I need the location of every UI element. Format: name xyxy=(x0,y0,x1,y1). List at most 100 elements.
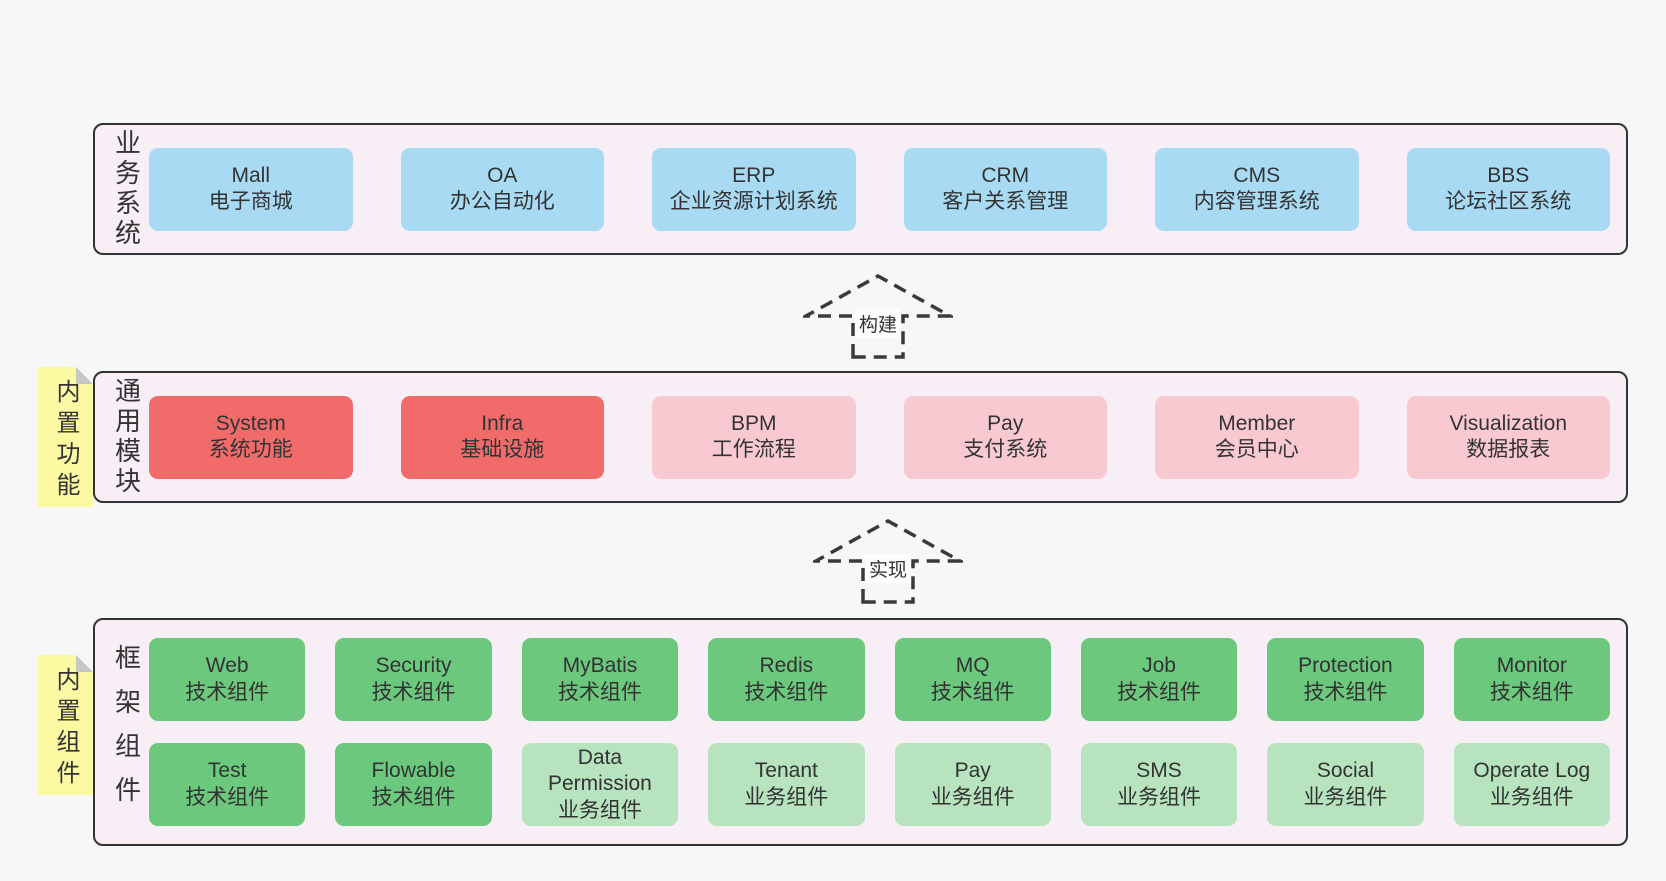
module-subtitle: 企业资源计划系统 xyxy=(669,190,838,213)
sticky-note-builtin-features: 内置功能 xyxy=(38,367,93,507)
layer-label-business-systems: 业务系统 xyxy=(111,129,142,249)
layer-label-framework-components: 框架组件 xyxy=(111,644,142,820)
module-title: OA xyxy=(487,163,518,187)
module-title: Infra xyxy=(481,411,524,435)
module-subtitle: 技术组件 xyxy=(1489,680,1574,704)
module-subtitle: 技术组件 xyxy=(185,680,270,704)
module-subtitle: 办公自动化 xyxy=(449,190,555,213)
module-box-cms: CMS 内容管理系统 xyxy=(1155,147,1359,231)
module-box-member: Member 会员中心 xyxy=(1155,395,1359,479)
module-title: Web xyxy=(205,654,249,678)
build-arrow-label: 构建 xyxy=(854,309,902,338)
module-subtitle: 基础设施 xyxy=(460,438,545,461)
sticky-note-text: 内置功能 xyxy=(52,379,79,503)
sticky-note-builtin-components: 内置组件 xyxy=(38,655,93,795)
module-title: MyBatis xyxy=(562,654,638,678)
module-title: Redis xyxy=(759,654,814,678)
module-subtitle: 技术组件 xyxy=(744,680,829,704)
module-title: Monitor xyxy=(1496,654,1567,678)
module-subtitle: 内容管理系统 xyxy=(1193,190,1320,213)
module-title: CMS xyxy=(1233,163,1281,187)
implement-arrow-label: 实现 xyxy=(864,554,912,583)
module-subtitle: 业务组件 xyxy=(1489,785,1574,809)
module-subtitle: 技术组件 xyxy=(371,680,456,704)
module-subtitle: 会员中心 xyxy=(1214,438,1299,461)
module-subtitle: 工作流程 xyxy=(711,438,796,461)
dashed-up-arrow-icon xyxy=(803,273,953,359)
module-subtitle: 业务组件 xyxy=(1117,785,1202,809)
module-subtitle: 技术组件 xyxy=(557,680,642,704)
folded-corner-icon xyxy=(76,367,93,384)
module-subtitle: 电子商城 xyxy=(208,190,293,213)
module-title: CRM xyxy=(981,163,1030,187)
module-title: Member xyxy=(1218,411,1296,435)
module-box-mall: Mall 电子商城 xyxy=(149,147,353,231)
module-box-oa: OA 办公自动化 xyxy=(400,147,604,231)
module-subtitle: 技术组件 xyxy=(1117,680,1202,704)
module-title: Social xyxy=(1316,759,1375,783)
module-title: Test xyxy=(207,759,247,783)
module-subtitle: 业务组件 xyxy=(930,785,1015,809)
implement-arrow: 实现 xyxy=(813,517,963,604)
module-subtitle: 客户关系管理 xyxy=(942,190,1069,213)
module-subtitle: 论坛社区系统 xyxy=(1445,190,1572,213)
common-modules-boxes: System 系统功能 Infra 基础设施 BPM 工作流程 Pay 支付系统 Member 会… xyxy=(149,373,1610,501)
module-subtitle: 业务组件 xyxy=(557,798,642,822)
module-row: System 系统功能 Infra 基础设施 BPM 工作流程 Pay 支付系统 Member 会… xyxy=(149,395,1610,479)
module-title: SMS xyxy=(1136,759,1182,783)
module-title: System xyxy=(215,411,286,435)
layer-common-modules: 通用模块 System 系统功能 Infra 基础设施 BPM 工作流程 Pay 支付系统 Me… xyxy=(93,371,1628,503)
build-arrow: 构建 xyxy=(803,272,953,359)
module-subtitle: 系统功能 xyxy=(208,438,293,461)
module-box-system: System 系统功能 xyxy=(149,395,353,479)
module-subtitle: 技术组件 xyxy=(185,785,270,809)
module-box-infra: Infra 基础设施 xyxy=(400,395,604,479)
module-title: Operate Log xyxy=(1473,759,1591,783)
module-subtitle: 支付系统 xyxy=(963,438,1048,461)
sticky-note-text: 内置组件 xyxy=(52,667,79,791)
module-title: Flowable xyxy=(371,759,456,783)
module-subtitle: 技术组件 xyxy=(1303,680,1388,704)
dashed-up-arrow-icon xyxy=(813,518,963,604)
module-title: BPM xyxy=(730,411,777,435)
layer-label-common-modules: 通用模块 xyxy=(111,377,142,497)
module-title: Mall xyxy=(231,163,270,187)
module-title: Job xyxy=(1142,654,1176,678)
module-title: Protection xyxy=(1298,654,1393,678)
module-subtitle: 业务组件 xyxy=(1303,785,1388,809)
module-title: Visualization xyxy=(1449,411,1568,435)
module-box-pay: Pay 支付系统 xyxy=(903,395,1107,479)
module-title: BBS xyxy=(1487,163,1530,187)
module-title: Security xyxy=(375,654,452,678)
module-title: Pay xyxy=(954,759,991,783)
module-box-bpm: BPM 工作流程 xyxy=(652,395,856,479)
module-title: Tenant xyxy=(754,759,818,783)
module-subtitle: 技术组件 xyxy=(371,785,456,809)
module-title: Pay xyxy=(987,411,1024,435)
module-title: Data Permission xyxy=(548,745,652,796)
